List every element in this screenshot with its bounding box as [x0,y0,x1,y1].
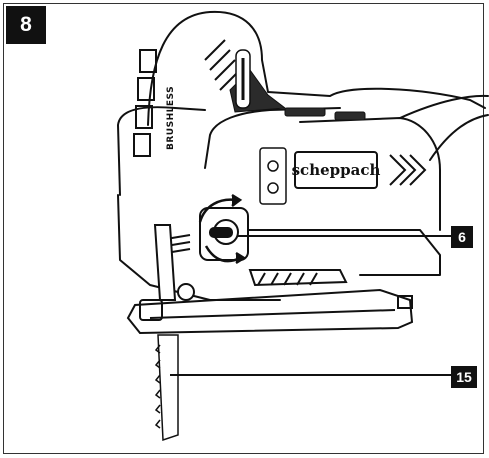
roller-guide [177,283,195,301]
vent-slot-4 [133,133,151,157]
orbital-action-switch [199,207,249,261]
base-vent-lines [257,272,318,286]
callout-15: 15 [451,366,477,388]
rear-grip-arc [399,94,489,119]
handle-bottom [204,107,341,169]
chevron-right-2 [399,154,417,186]
vent-slot-2 [137,77,155,101]
body-front [117,194,281,301]
rear-grip-strip [334,111,366,121]
top-vent-lines [204,39,241,91]
brand-text: scheppach [292,161,381,179]
brand-plate: scheppach [292,151,381,189]
figure-number-badge: 8 [6,6,46,44]
callout-6: 6 [451,226,473,248]
speed-dial [235,49,251,109]
base-clip-left [139,299,163,321]
vent-slot-3 [135,105,153,129]
brushless-label: BRUSHLESS [166,86,176,150]
saw-blade [154,334,179,442]
rear-grip-lower [429,114,489,161]
base-clip-right [397,295,413,309]
rotation-arrows [198,193,247,265]
base-inner-line [149,309,396,319]
trigger-grip [284,107,326,117]
chevron-right-1 [389,154,407,186]
base-side-lines [248,269,348,287]
chevron-right-3 [409,154,427,186]
blade-guide [153,224,177,301]
handle-outline [147,10,486,126]
indicator-panel [259,147,287,205]
base-plate [126,288,414,335]
vent-slot-1 [139,49,157,73]
motor-body-outline [117,106,206,196]
battery-mount [237,229,441,276]
